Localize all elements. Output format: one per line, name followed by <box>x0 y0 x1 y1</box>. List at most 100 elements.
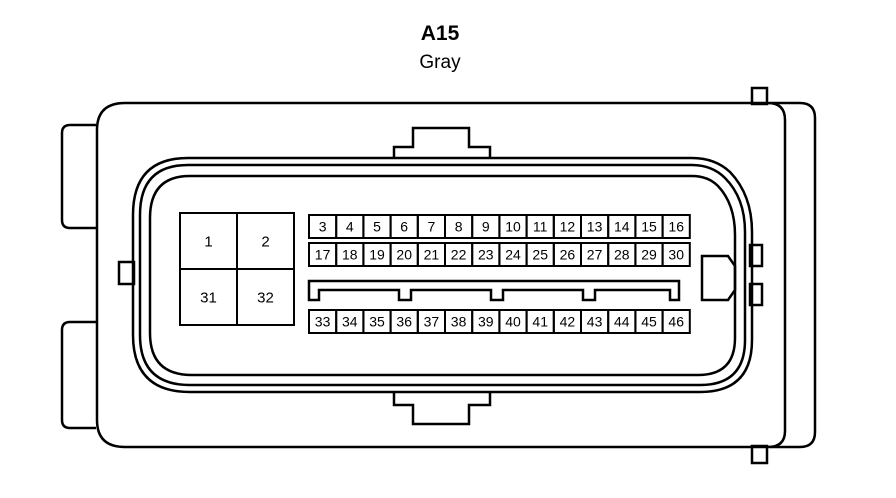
cavity-outline-mid <box>138 163 747 387</box>
pin-number: 16 <box>668 219 684 235</box>
pin-number: 20 <box>396 247 412 263</box>
pin-number: 33 <box>315 314 331 330</box>
outer-housing <box>95 101 787 449</box>
pin-number: 34 <box>342 314 358 330</box>
pin-number: 42 <box>560 314 576 330</box>
latch-window <box>700 254 737 302</box>
pin-39: 39 <box>471 309 501 334</box>
pin-27: 27 <box>580 242 610 267</box>
connector-code: A15 <box>420 22 460 45</box>
pin-13: 13 <box>580 214 610 239</box>
pin-number: 9 <box>482 219 490 235</box>
pin-41: 41 <box>525 309 555 334</box>
pin-number: 35 <box>369 314 385 330</box>
pin-24: 24 <box>498 242 528 267</box>
pin-42: 42 <box>552 309 582 334</box>
pin-number: 28 <box>614 247 630 263</box>
pin-number: 6 <box>400 219 408 235</box>
left-ear-bottom <box>60 320 96 430</box>
pin-number: 10 <box>505 219 521 235</box>
pin-32: 32 <box>236 268 295 326</box>
pin-25: 25 <box>525 242 555 267</box>
pin-43: 43 <box>580 309 610 334</box>
left-ear-top <box>60 123 96 230</box>
pin-number: 12 <box>560 219 576 235</box>
cavity-outline-inner <box>148 174 737 377</box>
pin-number: 26 <box>560 247 576 263</box>
pin-number: 37 <box>424 314 440 330</box>
pin-number: 2 <box>261 233 269 250</box>
pin-number: 17 <box>315 247 331 263</box>
pin-3: 3 <box>308 214 338 239</box>
pin-29: 29 <box>634 242 664 267</box>
bottom-key <box>392 392 492 426</box>
pin-11: 11 <box>525 214 555 239</box>
pin-number: 46 <box>668 314 684 330</box>
pin-number: 21 <box>424 247 440 263</box>
right-latch-body <box>770 101 817 449</box>
pin-number: 11 <box>533 219 548 235</box>
right-small-tab-lower <box>748 282 764 307</box>
pin-number: 4 <box>346 219 354 235</box>
pin-number: 29 <box>641 247 657 263</box>
pin-30: 30 <box>661 242 691 267</box>
pin-31: 31 <box>179 268 238 326</box>
pin-17: 17 <box>308 242 338 267</box>
pin-number: 38 <box>451 314 467 330</box>
pin-9: 9 <box>471 214 501 239</box>
pin-number: 18 <box>342 247 358 263</box>
right-small-tab-upper <box>748 243 764 268</box>
pin-4: 4 <box>335 214 365 239</box>
pin-number: 3 <box>319 219 327 235</box>
pin-6: 6 <box>389 214 419 239</box>
pin-45: 45 <box>634 309 664 334</box>
pin-number: 44 <box>614 314 630 330</box>
pin-36: 36 <box>389 309 419 334</box>
pin-number: 41 <box>532 314 548 330</box>
pin-number: 24 <box>505 247 521 263</box>
pin-46: 46 <box>661 309 691 334</box>
pin-22: 22 <box>444 242 474 267</box>
pin-number: 27 <box>587 247 603 263</box>
pin-38: 38 <box>444 309 474 334</box>
right-latch-top-tab <box>750 86 769 106</box>
large-pin-block: 1 2 31 32 <box>179 212 295 326</box>
pin-number: 1 <box>204 233 212 250</box>
pin-number: 23 <box>478 247 494 263</box>
pin-7: 7 <box>416 214 446 239</box>
pin-18: 18 <box>335 242 365 267</box>
pin-number: 14 <box>614 219 630 235</box>
pin-35: 35 <box>362 309 392 334</box>
pin-8: 8 <box>444 214 474 239</box>
pin-21: 21 <box>416 242 446 267</box>
pin-number: 22 <box>451 247 467 263</box>
pin-40: 40 <box>498 309 528 334</box>
pin-number: 31 <box>200 289 217 306</box>
pin-number: 40 <box>505 314 521 330</box>
pin-separator-rib <box>307 279 681 302</box>
pin-number: 45 <box>641 314 657 330</box>
pin-number: 43 <box>587 314 603 330</box>
pin-12: 12 <box>552 214 582 239</box>
pin-26: 26 <box>552 242 582 267</box>
pin-15: 15 <box>634 214 664 239</box>
pin-23: 23 <box>471 242 501 267</box>
pin-16: 16 <box>661 214 691 239</box>
pin-number: 8 <box>455 219 463 235</box>
pin-number: 7 <box>428 219 436 235</box>
pin-number: 19 <box>369 247 385 263</box>
pin-20: 20 <box>389 242 419 267</box>
connector-color-label: Gray <box>419 52 461 73</box>
pin-number: 13 <box>587 219 603 235</box>
pin-1: 1 <box>179 212 238 270</box>
pin-44: 44 <box>607 309 637 334</box>
pin-number: 32 <box>257 289 274 306</box>
pin-14: 14 <box>607 214 637 239</box>
pin-34: 34 <box>335 309 365 334</box>
pin-28: 28 <box>607 242 637 267</box>
cavity-outline-outer <box>131 156 754 394</box>
pin-10: 10 <box>498 214 528 239</box>
top-key <box>392 126 492 158</box>
